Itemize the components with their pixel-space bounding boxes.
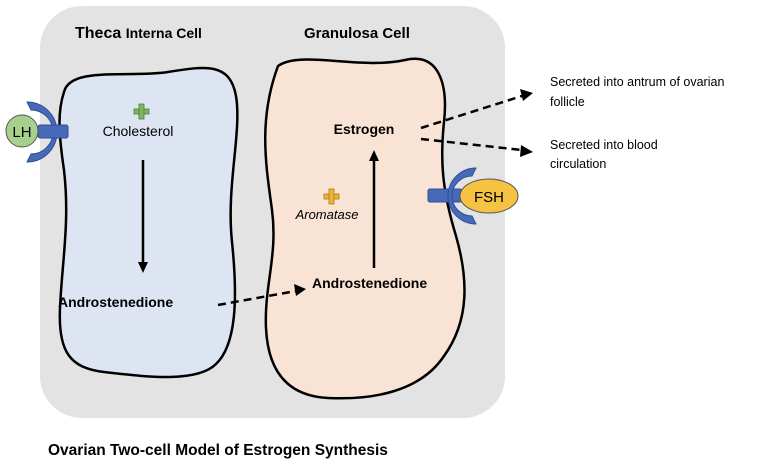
theca-title: Theca Interna Cell <box>75 25 202 42</box>
lh-receptor-cup <box>26 101 58 163</box>
diagram-caption: Ovarian Two-cell Model of Estrogen Synth… <box>48 442 388 459</box>
antrum-secretion-arrow <box>420 89 533 130</box>
lh-hormone <box>5 114 39 148</box>
fsh-receptor-stalk <box>427 188 463 203</box>
antrum-line2: follicle <box>550 95 585 109</box>
cholesterol-to-androstenedione-arrow <box>138 160 148 273</box>
blood-secretion-label: Secreted into blood circulation <box>550 138 661 171</box>
blood-line1: Secreted into blood <box>550 138 658 152</box>
theca-interna-cell <box>58 66 239 379</box>
antrum-secretion-label: Secreted into antrum of ovarian follicle <box>550 75 728 109</box>
theca-title-part1: Theca <box>75 25 121 42</box>
fsh-receptor-cup <box>447 167 477 225</box>
blood-line2: circulation <box>550 157 606 171</box>
theca-androstenedione-label: Androstenedione <box>58 294 173 310</box>
aromatase-label: Aromatase <box>295 207 359 222</box>
lh-receptor <box>26 101 69 163</box>
fsh-receptor <box>427 167 477 225</box>
lh-receptor-stalk <box>37 124 69 139</box>
estrogen-label: Estrogen <box>334 121 395 137</box>
fsh-hormone <box>459 178 519 214</box>
androstenedione-transfer-arrow <box>217 284 306 307</box>
granulosa-cell <box>264 57 466 400</box>
cholesterol-label: Cholesterol <box>103 123 174 139</box>
yellow-plus-icon <box>323 188 340 205</box>
antrum-line1: Secreted into antrum of ovarian <box>550 75 724 89</box>
granulosa-title: Granulosa Cell <box>304 25 410 42</box>
granulosa-androstenedione-label: Androstenedione <box>312 275 427 291</box>
theca-title-part2: Interna Cell <box>126 25 202 41</box>
fsh-label: FSH <box>474 189 504 206</box>
green-plus-icon <box>133 103 150 120</box>
lh-label: LH <box>12 124 31 141</box>
androstenedione-to-estrogen-arrow <box>369 150 379 268</box>
blood-secretion-arrow <box>420 137 533 157</box>
